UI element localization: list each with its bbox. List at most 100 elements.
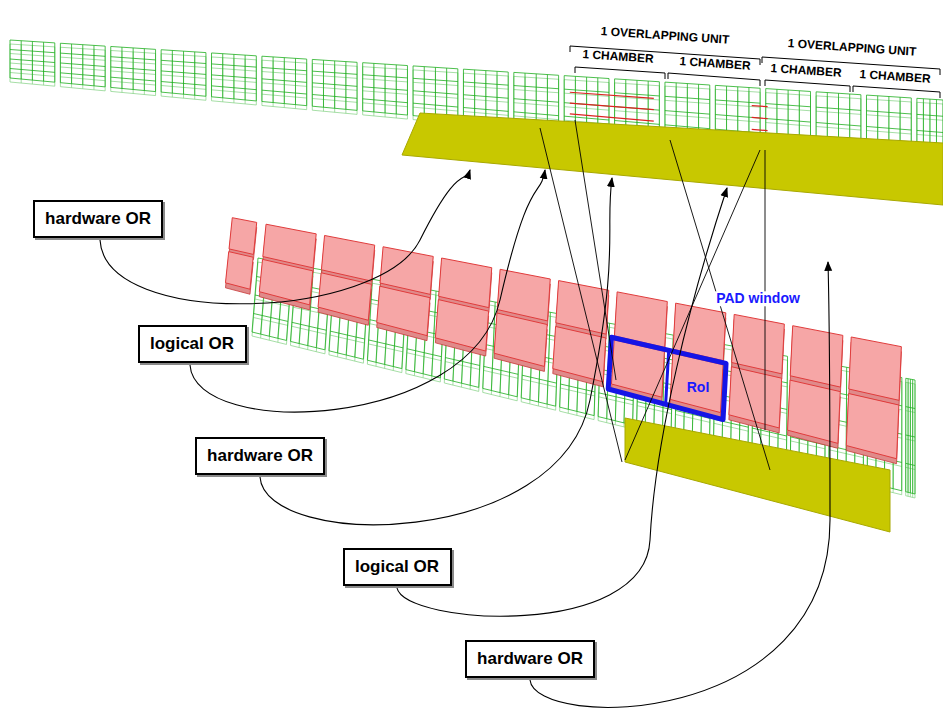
chamber-wire bbox=[10, 40, 11, 78]
chamber-wire bbox=[155, 49, 156, 91]
pad bbox=[377, 286, 430, 335]
fired-strip bbox=[570, 92, 654, 98]
chamber-wire bbox=[194, 52, 195, 95]
callout-box: logical OR bbox=[138, 325, 247, 363]
callout-text: hardware OR bbox=[207, 447, 313, 466]
chamber-wire bbox=[362, 63, 363, 111]
chamber-label: 1 CHAMBER bbox=[859, 68, 931, 86]
chamber-wire bbox=[905, 378, 906, 491]
bracket bbox=[575, 67, 665, 79]
chamber-wire bbox=[71, 44, 72, 84]
callout-text: logical OR bbox=[150, 335, 234, 354]
pad-plane bbox=[225, 218, 901, 464]
chamber-wire bbox=[110, 46, 111, 87]
chamber-wire bbox=[786, 356, 787, 462]
pad bbox=[788, 380, 841, 443]
chamber-wire bbox=[910, 379, 911, 493]
pad bbox=[229, 218, 257, 255]
chamber-wire bbox=[485, 71, 486, 123]
pad bbox=[553, 326, 606, 381]
chamber-wire bbox=[424, 67, 425, 117]
pad bbox=[556, 281, 609, 335]
callout-text: hardware OR bbox=[45, 210, 151, 229]
chamber-wire bbox=[908, 379, 909, 493]
chamber-wire bbox=[43, 42, 44, 81]
chamber-wire bbox=[446, 68, 447, 119]
fired-strip bbox=[752, 129, 768, 130]
roi-outline bbox=[608, 337, 726, 419]
pad bbox=[439, 258, 492, 308]
chamber-wire bbox=[463, 69, 464, 120]
chamber-wire bbox=[256, 56, 257, 101]
chamber-wire bbox=[508, 72, 509, 124]
roi-frame bbox=[608, 337, 726, 419]
pad bbox=[318, 273, 371, 320]
projection-line bbox=[540, 128, 622, 462]
chamber-wire bbox=[105, 46, 106, 87]
leader-curve bbox=[190, 170, 545, 412]
chamber-wire bbox=[915, 380, 916, 494]
chamber-wire bbox=[32, 41, 33, 80]
chamber-wire bbox=[21, 41, 22, 79]
chamber-wire bbox=[457, 69, 458, 120]
unit-label: 1 OVERLAPPING UNIT bbox=[787, 37, 916, 59]
chamber-wire bbox=[273, 57, 274, 103]
chamber-wire bbox=[385, 64, 386, 113]
chamber-wire bbox=[172, 50, 173, 93]
fired-strip bbox=[570, 114, 654, 121]
callout-box: logical OR bbox=[343, 548, 452, 586]
fired-strip bbox=[752, 106, 768, 107]
chamber-wire bbox=[407, 66, 408, 116]
chamber-wire bbox=[912, 380, 913, 494]
bracket bbox=[853, 86, 940, 98]
pad bbox=[732, 314, 785, 373]
chamber-wire bbox=[222, 54, 223, 98]
chamber-wire bbox=[323, 60, 324, 107]
fired-strip bbox=[752, 117, 768, 118]
pad bbox=[435, 300, 488, 351]
roi-divider bbox=[666, 350, 669, 404]
callout-text: logical OR bbox=[355, 558, 439, 577]
unit-label: 1 OVERLAPPING UNIT bbox=[600, 25, 729, 47]
chamber-wire bbox=[82, 45, 83, 85]
chamber-wire bbox=[144, 49, 145, 91]
callout-box: hardware OR bbox=[465, 640, 595, 678]
chamber-wire bbox=[396, 65, 397, 114]
chamber-wire bbox=[513, 72, 514, 125]
chamber-wire bbox=[536, 74, 537, 127]
chamber-wire bbox=[261, 56, 262, 101]
upper-strip-band bbox=[402, 113, 943, 205]
chamber-wire bbox=[312, 59, 313, 106]
pad bbox=[494, 313, 547, 366]
chamber-wire bbox=[121, 47, 122, 88]
chamber-wire bbox=[205, 53, 206, 97]
chamber-wire bbox=[233, 54, 234, 98]
pad bbox=[790, 326, 843, 387]
projection-line bbox=[765, 150, 766, 430]
chamber-wire bbox=[133, 48, 134, 90]
chamber-label: 1 CHAMBER bbox=[679, 55, 751, 73]
callout-text: hardware OR bbox=[477, 650, 583, 669]
chamber-wire bbox=[93, 45, 94, 85]
pad bbox=[225, 252, 253, 290]
bracket bbox=[765, 80, 850, 92]
chamber-wire bbox=[334, 61, 335, 108]
chamber-wire bbox=[373, 63, 374, 112]
pad bbox=[380, 247, 433, 295]
chamber-wire bbox=[161, 50, 162, 92]
chamber-wire bbox=[901, 378, 902, 491]
chamber-wire bbox=[413, 66, 414, 116]
chamber-wire bbox=[60, 43, 61, 82]
chamber-wire bbox=[183, 51, 184, 94]
chamber-wire bbox=[284, 58, 285, 104]
pad bbox=[849, 337, 902, 400]
pad bbox=[846, 394, 899, 459]
chamber-wire bbox=[306, 59, 307, 106]
chamber-wire bbox=[357, 62, 358, 110]
chamber-wire bbox=[474, 70, 475, 121]
chamber-wire bbox=[435, 67, 436, 117]
chamber-label: 1 CHAMBER bbox=[770, 62, 842, 80]
leader-curves bbox=[100, 170, 830, 707]
chamber-wire bbox=[245, 55, 246, 100]
chamber-wire bbox=[497, 71, 498, 123]
